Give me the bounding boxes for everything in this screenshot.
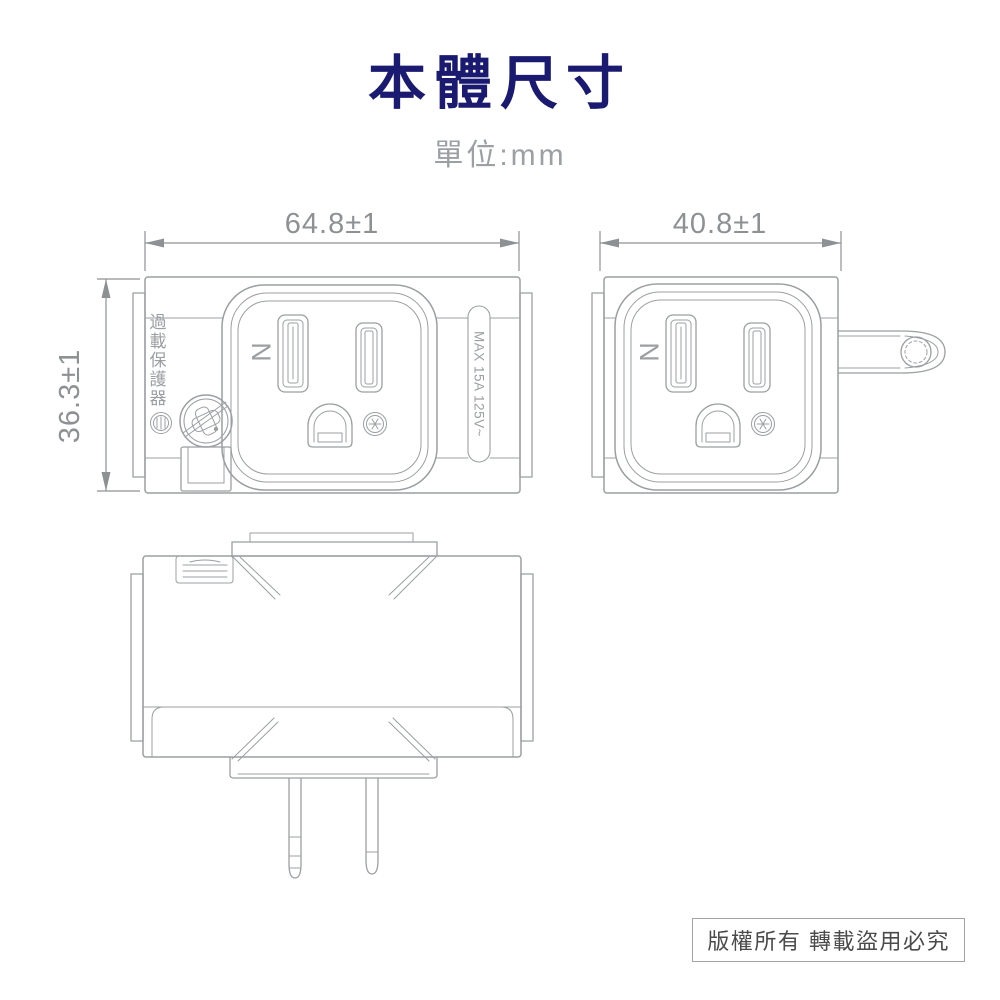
arrow-up-icon xyxy=(101,279,111,298)
left-side-tab xyxy=(132,292,146,478)
height-dimension: 36.3±1 xyxy=(54,278,140,492)
outlet-face xyxy=(614,283,822,491)
depth-dimension-value: 40.8±1 xyxy=(673,208,768,240)
arrow-down-icon xyxy=(101,472,111,491)
vent-grille xyxy=(175,555,234,584)
arrow-left-icon xyxy=(145,238,164,248)
neutral-slot xyxy=(665,314,697,393)
arrow-right-icon xyxy=(500,238,519,248)
arrow-right-icon xyxy=(822,238,841,248)
height-dimension-value: 36.3±1 xyxy=(54,349,86,444)
plug-blade xyxy=(837,330,946,374)
svg-text:載: 載 xyxy=(150,332,167,351)
breaker-dial-icon xyxy=(179,394,233,448)
rating-label: MAX 15A 125V~ xyxy=(472,331,487,437)
width-dimension: 64.8±1 xyxy=(144,208,520,271)
svg-text:保: 保 xyxy=(150,351,167,370)
neutral-label: N xyxy=(634,342,664,362)
neutral-slot xyxy=(277,314,309,393)
live-slot xyxy=(355,322,383,393)
depth-dimension: 40.8±1 xyxy=(599,208,842,271)
plug-prongs xyxy=(288,777,379,879)
front-view: N 過 載 保 護 器 xyxy=(132,276,533,494)
ground-slot xyxy=(307,403,353,448)
neutral-label: N xyxy=(246,342,276,362)
outlet-face xyxy=(221,284,438,491)
rating-pill: MAX 15A 125V~ xyxy=(467,305,491,463)
arrow-left-icon xyxy=(600,238,619,248)
bottom-tab xyxy=(229,756,438,779)
side-view: N xyxy=(591,276,946,494)
right-side-tab xyxy=(520,573,534,742)
svg-text:器: 器 xyxy=(150,389,167,408)
bottom-view xyxy=(130,532,534,879)
top-step xyxy=(249,532,414,543)
copyright-text: 版權所有 轉載盜用必究 xyxy=(707,929,950,954)
face-screw-icon xyxy=(751,412,775,436)
face-screw-icon xyxy=(363,412,387,436)
ground-slot xyxy=(695,403,741,448)
breaker-bracket xyxy=(180,446,232,492)
width-dimension-value: 64.8±1 xyxy=(285,208,380,240)
unit-label: 單位:mm xyxy=(433,139,567,172)
right-side-tab xyxy=(519,292,533,478)
left-side-tab xyxy=(130,573,144,742)
left-side-tab xyxy=(591,292,605,478)
certification-text: 過 載 保 護 器 xyxy=(150,313,167,408)
top-tab xyxy=(231,541,438,557)
copyright-notice: 版權所有 轉載盜用必究 xyxy=(692,918,965,962)
certification-mark-icon xyxy=(150,412,172,434)
svg-text:過: 過 xyxy=(150,313,167,332)
page-title: 本體尺寸 xyxy=(367,51,632,116)
live-slot xyxy=(743,322,771,393)
svg-text:護: 護 xyxy=(150,370,167,389)
